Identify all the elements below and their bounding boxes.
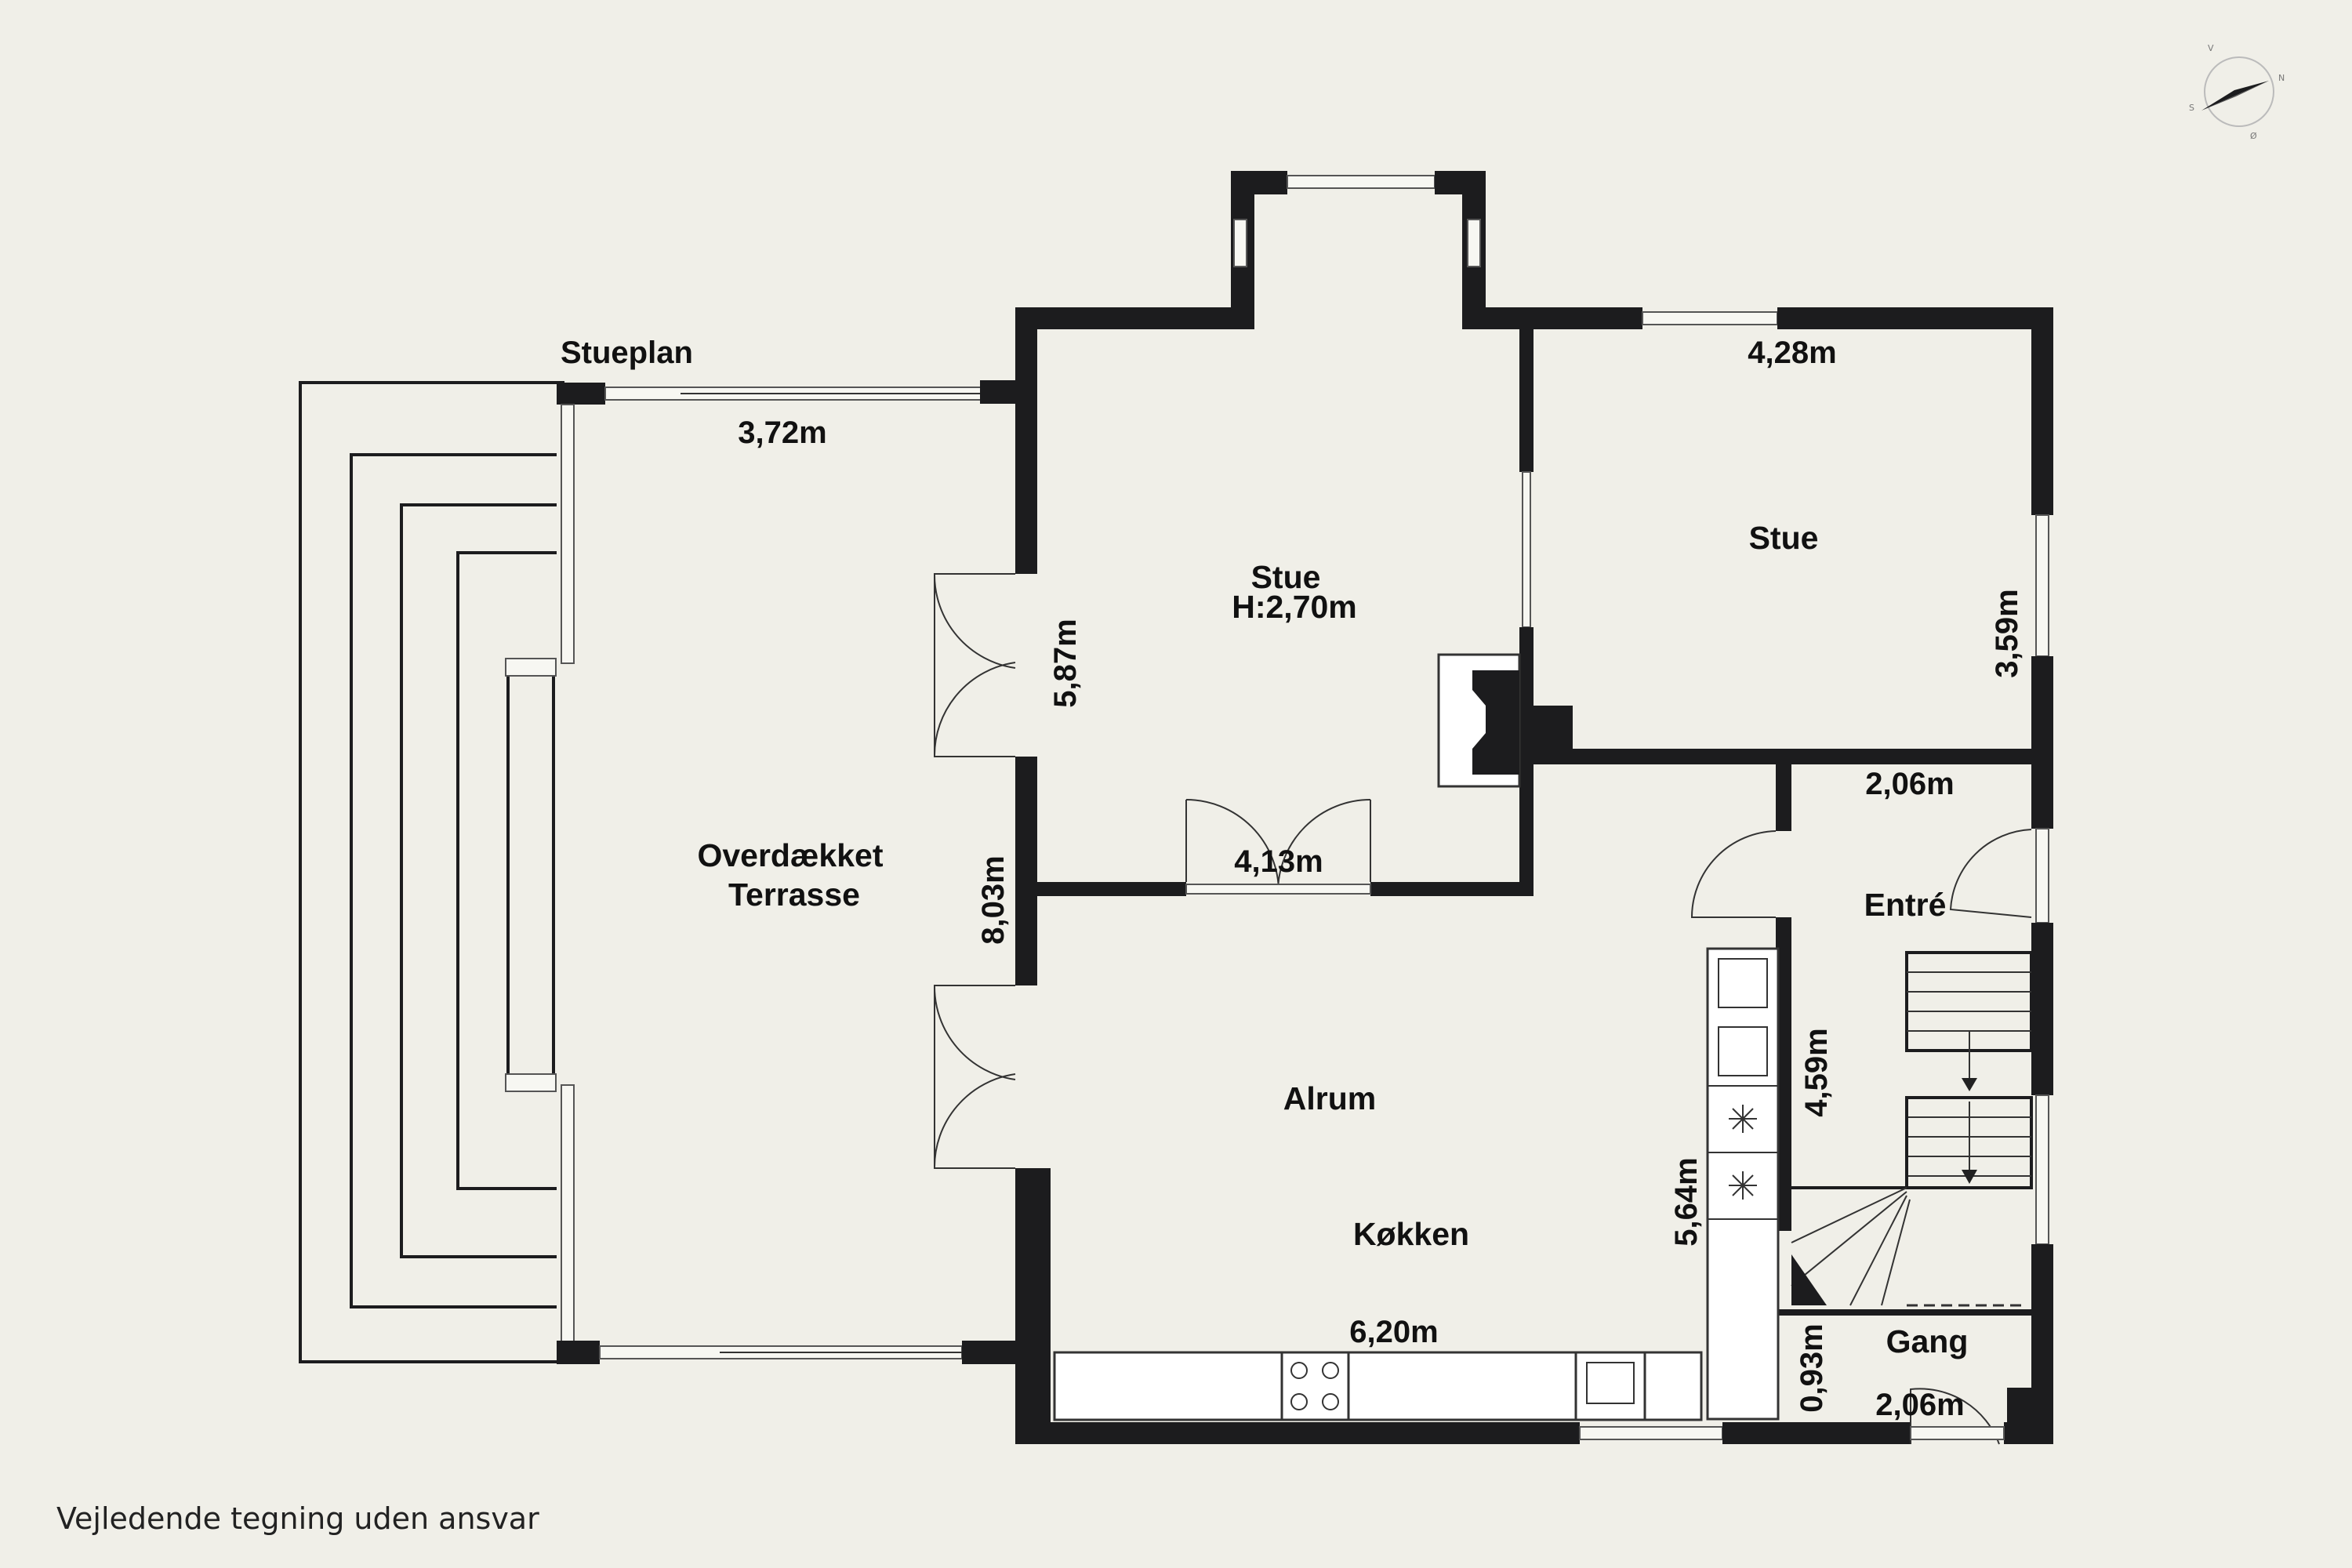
kokken-label: Køkken xyxy=(1353,1216,1469,1252)
kitchen-fixtures xyxy=(1053,947,1780,1421)
stue-main-height: H:2,70m xyxy=(1232,589,1357,625)
disclaimer-text: Vejledende tegning uden ansvar xyxy=(56,1501,539,1536)
dim-alrum-width: 6,20m xyxy=(1349,1315,1438,1349)
terrace-label-line1: Overdækket xyxy=(697,837,883,873)
dim-entre-depth: 4,59m xyxy=(1799,1028,1834,1116)
compass-icon: V N S Ø xyxy=(2189,43,2285,141)
svg-text:S: S xyxy=(2189,103,2194,113)
dim-entre-width: 2,06m xyxy=(1865,767,1954,801)
svg-text:N: N xyxy=(2278,73,2285,83)
terrace-label-line2: Terrasse xyxy=(728,877,860,913)
dim-stue-right-width: 4,28m xyxy=(1748,336,1836,370)
labels: Stueplan Overdækket Terrasse Stue H:2,70… xyxy=(56,336,2024,1536)
doors xyxy=(933,573,2032,1445)
plan-title: Stueplan xyxy=(561,336,693,370)
dim-stue-main-opening: 4,13m xyxy=(1234,844,1323,879)
staircase xyxy=(1791,951,2033,1306)
terrace-steps xyxy=(299,381,564,1363)
stue-right-label: Stue xyxy=(1749,520,1819,556)
dim-kitchen-depth: 5,64m xyxy=(1669,1157,1704,1246)
alrum-label: Alrum xyxy=(1283,1080,1376,1116)
terrace-glazing xyxy=(557,380,1015,1364)
dim-stue-main-depth: 5,87m xyxy=(1048,619,1083,707)
entre-label: Entré xyxy=(1864,887,1947,923)
dim-stue-right-depth: 3,59m xyxy=(1990,589,2024,677)
dim-terrace-width: 3,72m xyxy=(738,416,826,450)
dim-gang-width: 2,06m xyxy=(1875,1388,1964,1422)
stue-main-label: Stue xyxy=(1251,559,1321,595)
dim-terrace-length: 8,03m xyxy=(976,855,1011,944)
walls xyxy=(1015,171,2053,1444)
svg-text:V: V xyxy=(2208,43,2214,53)
gang-label: Gang xyxy=(1886,1323,1969,1359)
svg-text:Ø: Ø xyxy=(2250,131,2257,141)
dim-gang-depth: 0,93m xyxy=(1795,1323,1829,1412)
